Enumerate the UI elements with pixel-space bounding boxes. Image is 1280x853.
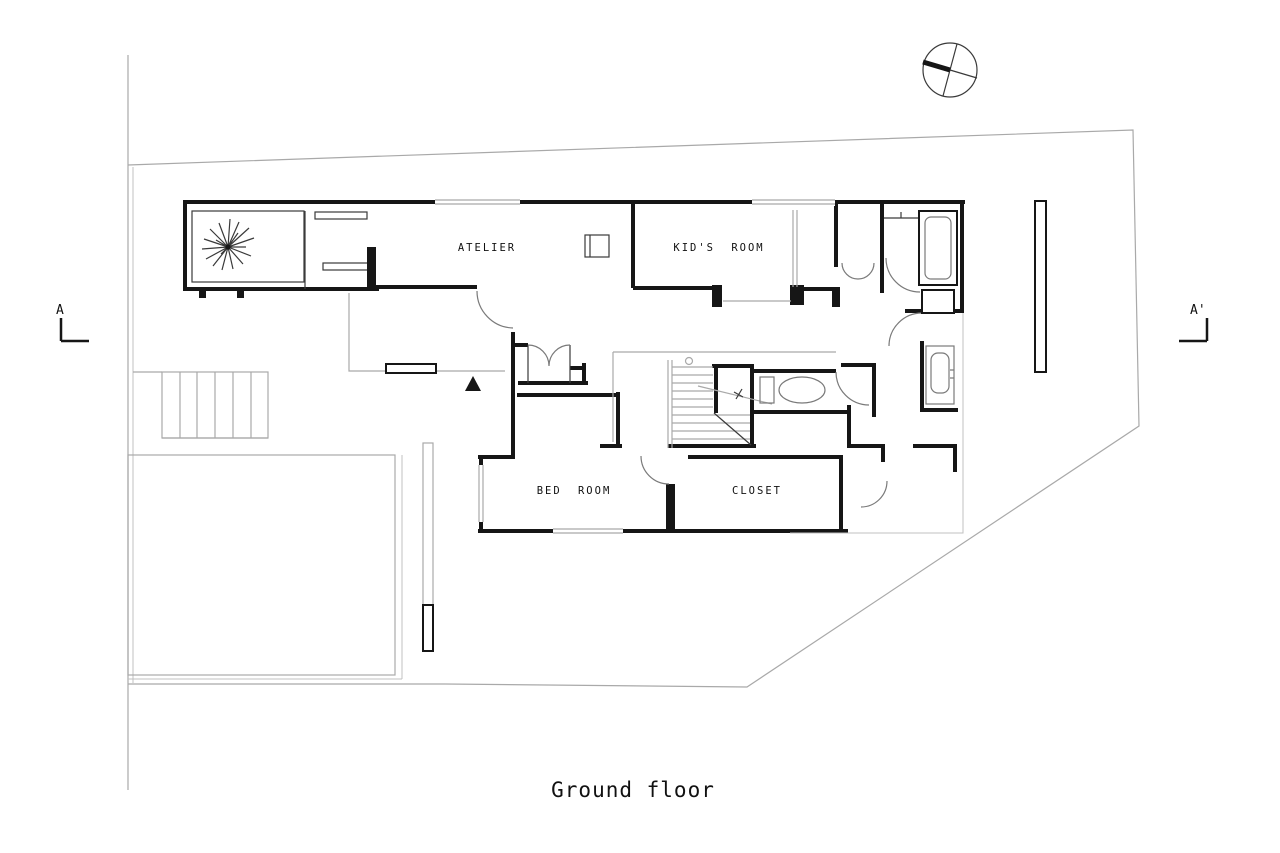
room-label-bed-room: BED ROOM xyxy=(537,485,612,497)
toilet-fixture xyxy=(759,376,826,404)
external-stairs xyxy=(133,371,269,439)
drawing-caption: Ground floor xyxy=(551,778,715,802)
section-label-a-prime: A' xyxy=(1190,303,1206,318)
section-marker-right: A' xyxy=(1179,303,1209,343)
room-label-kids-room: KID'S ROOM xyxy=(673,242,764,254)
entrance-triangle xyxy=(465,376,481,391)
site-wall-bars xyxy=(422,200,1047,652)
bathtub-fixture xyxy=(918,210,958,286)
washbasin-fixture xyxy=(925,345,955,405)
house-walls xyxy=(183,200,965,534)
room-label-atelier: ATELIER xyxy=(458,242,516,254)
site-boundary xyxy=(127,55,1140,790)
room-labels: ATELIER KID'S ROOM BED ROOM CLOSET xyxy=(458,242,782,497)
room-label-closet: CLOSET xyxy=(732,485,782,497)
doors xyxy=(476,257,923,508)
north-arrow-icon xyxy=(922,42,978,98)
fixtures xyxy=(759,210,958,405)
tree-icon xyxy=(201,218,255,271)
windows xyxy=(435,197,835,535)
section-marker-left: A xyxy=(56,303,89,343)
section-label-a: A xyxy=(56,303,64,318)
garden-terrace xyxy=(127,454,403,680)
washer-fixture xyxy=(921,289,955,314)
